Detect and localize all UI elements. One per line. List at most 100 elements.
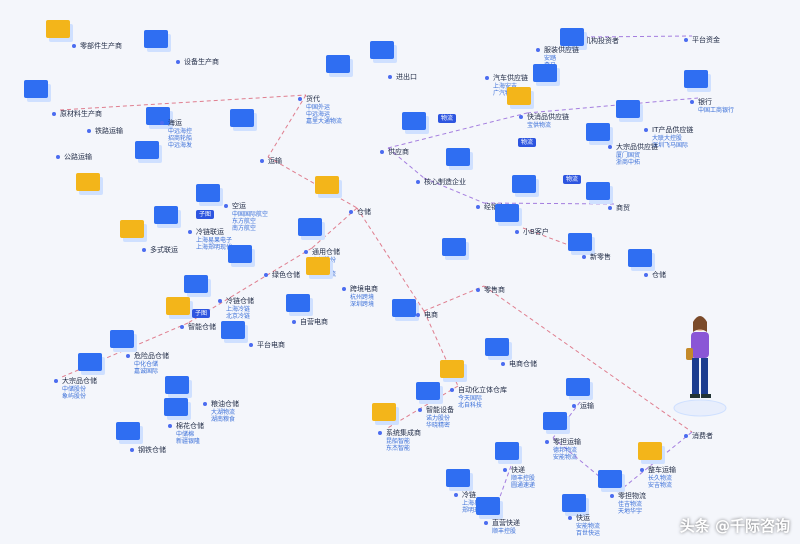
node-description: 诺力股份 xyxy=(426,415,451,422)
node-illustration xyxy=(507,87,531,105)
node-dot xyxy=(416,180,420,184)
node-dot xyxy=(485,76,489,80)
diagram-node: 大宗品供应链厦门国贸浙商中拓 xyxy=(608,143,658,166)
node-illustration xyxy=(116,422,140,440)
node-description: 浙商中拓 xyxy=(616,159,641,166)
node-illustration xyxy=(533,64,557,82)
node-description: 湖南粮食 xyxy=(211,416,236,423)
diagram-node: 绿色仓储 xyxy=(264,271,300,280)
diagram-node: 银行中国工商银行 xyxy=(690,98,734,114)
node-label: 快递 xyxy=(511,466,525,474)
node-label: 危险品仓储 xyxy=(134,352,169,360)
node-description: 天地华宇 xyxy=(618,508,643,515)
node-illustration xyxy=(442,238,466,256)
node-dot xyxy=(54,379,58,383)
node-illustration xyxy=(326,55,350,73)
node-description: 嘉诚国际 xyxy=(134,368,159,375)
node-dot xyxy=(188,230,192,234)
node-label: 冷链联运 xyxy=(196,228,224,236)
diagram-node: 运输 xyxy=(572,402,594,411)
connector-line xyxy=(423,285,485,312)
node-label: 零售商 xyxy=(484,286,505,294)
node-label: 绿色仓储 xyxy=(272,271,300,279)
node-dot xyxy=(476,288,480,292)
node-dot xyxy=(160,121,164,125)
node-dot xyxy=(610,494,614,498)
node-dot xyxy=(126,354,130,358)
node-label: 直营快递 xyxy=(492,519,520,527)
node-label: 平台资金 xyxy=(692,36,720,44)
node-label: 公路运输 xyxy=(64,153,92,161)
node-label: 服装供应链 xyxy=(544,46,579,54)
node-label: 运输 xyxy=(268,157,282,165)
node-label: 自营电商 xyxy=(300,318,328,326)
node-illustration xyxy=(306,257,330,275)
node-illustration xyxy=(568,233,592,251)
node-description: 德邦物流 xyxy=(553,447,578,454)
diagram-node: 粮油仓储大湖物流湖南粮食 xyxy=(203,400,239,423)
diagram-node: 快消品供应链宝供物流 xyxy=(519,113,569,129)
subgraph-tag: 物流 xyxy=(438,114,457,123)
node-description: 安踏 xyxy=(544,55,557,62)
diagram-node: 电商仓储 xyxy=(501,360,537,369)
diagram-node: 跨境电商杭州跨境深圳跨境 xyxy=(342,285,378,308)
node-description: 长久物流 xyxy=(648,475,673,482)
diagram-node: 零担物流佳吉物流天地华宇 xyxy=(610,492,646,515)
node-label: 空运 xyxy=(232,202,246,210)
diagram-node: 智能设备诺力股份华晓精密 xyxy=(418,406,454,429)
node-illustration xyxy=(402,112,426,130)
node-label: 仓储 xyxy=(357,208,371,216)
node-dot xyxy=(56,155,60,159)
node-illustration xyxy=(230,109,254,127)
diagram-node: 原材料生产商 xyxy=(52,110,102,119)
node-label: 智能设备 xyxy=(426,406,454,414)
node-description: 中国外运 xyxy=(306,104,331,111)
diagram-node: 铁路运输 xyxy=(87,127,123,136)
node-label: 铁路运输 xyxy=(95,127,123,135)
diagram-node: 零售商 xyxy=(476,286,505,295)
node-label: 跨境电商 xyxy=(350,285,378,293)
connector-line xyxy=(267,156,358,209)
node-description: 北自科技 xyxy=(458,402,483,409)
node-illustration xyxy=(184,275,208,293)
node-description: 顺丰控股 xyxy=(511,475,536,482)
node-dot xyxy=(342,287,346,291)
node-illustration xyxy=(144,30,168,48)
node-illustration xyxy=(166,297,190,315)
node-description: 东方航空 xyxy=(232,218,257,225)
node-illustration xyxy=(146,107,170,125)
node-dot xyxy=(380,150,384,154)
node-dot xyxy=(484,521,488,525)
connector-line xyxy=(617,431,693,493)
node-dot xyxy=(180,325,184,329)
node-description: 上海冷链 xyxy=(226,306,251,313)
node-label: 平台电商 xyxy=(257,341,285,349)
node-illustration xyxy=(440,360,464,378)
node-illustration xyxy=(562,494,586,512)
diagram-node: 快运安能物流百世快运 xyxy=(568,514,600,537)
node-label: 电商 xyxy=(424,311,438,319)
node-description: 北京冷链 xyxy=(226,313,251,320)
node-dot xyxy=(684,38,688,42)
node-description: 杭州跨境 xyxy=(350,294,375,301)
node-label: IT产品供应链 xyxy=(652,126,694,134)
node-illustration xyxy=(416,382,440,400)
diagram-node: 电商 xyxy=(416,311,438,320)
diagram-node: 零部件生产商 xyxy=(72,42,122,51)
node-illustration xyxy=(221,321,245,339)
node-dot xyxy=(519,115,523,119)
node-description: 嘉里大通物流 xyxy=(306,118,343,125)
node-illustration xyxy=(164,398,188,416)
diagram-node: 大宗品仓储中储股份象屿股份 xyxy=(54,377,97,400)
diagram-node: 钢铁仓储 xyxy=(130,446,166,455)
node-dot xyxy=(684,434,688,438)
diagram-node: 货代中国外运中远海运嘉里大通物流 xyxy=(298,95,343,125)
node-label: 大宗品仓储 xyxy=(62,377,97,385)
node-illustration xyxy=(165,376,189,394)
node-label: 原材料生产商 xyxy=(60,110,102,118)
node-illustration xyxy=(196,184,220,202)
node-description: 厦门国贸 xyxy=(616,152,641,159)
node-illustration xyxy=(586,182,610,200)
diagram-node: 仓储 xyxy=(644,271,666,280)
